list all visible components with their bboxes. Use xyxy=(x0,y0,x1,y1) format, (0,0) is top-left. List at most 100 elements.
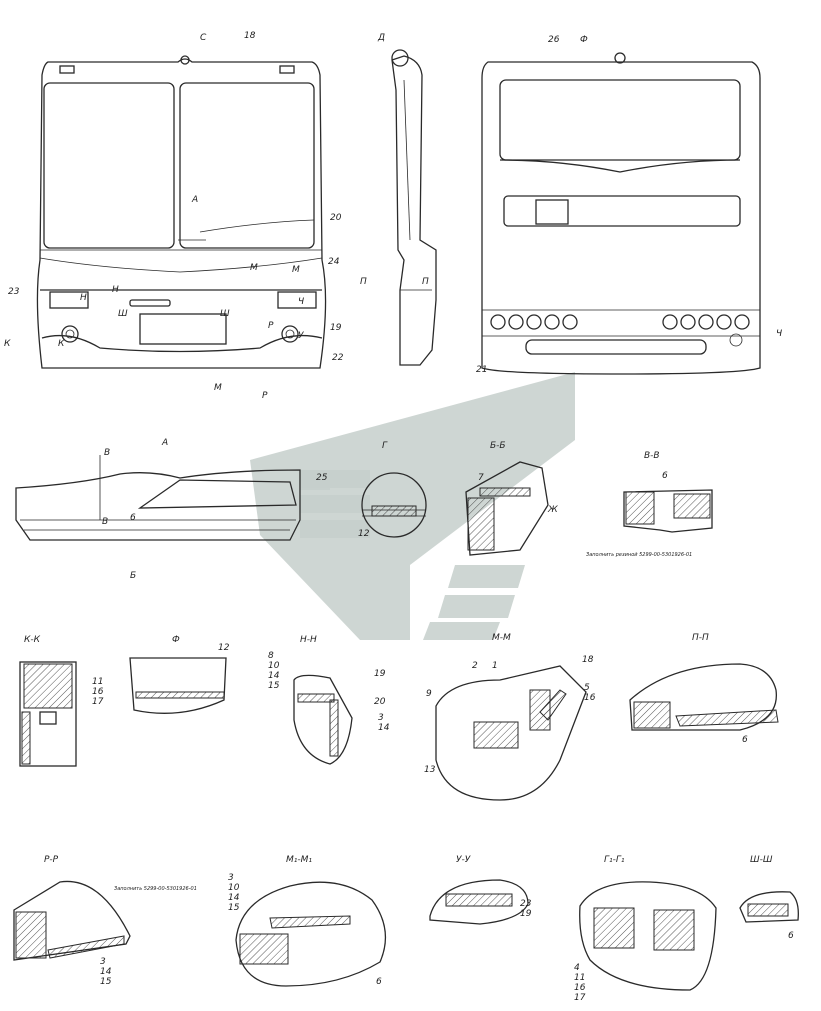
section-RR-title: Р-Р xyxy=(44,855,59,865)
callout-19-nn: 19 xyxy=(374,669,386,679)
callout-3-rr: 3 xyxy=(100,957,106,967)
side-view-callouts: Д П П xyxy=(360,33,429,287)
callout-6-m1: 6 xyxy=(376,977,382,987)
section-VV-title: В-В xyxy=(644,451,660,461)
section-A-title: А xyxy=(161,438,168,448)
section-ShSh-title: Ш-Ш xyxy=(750,855,773,865)
callout-9: 9 xyxy=(426,689,432,699)
callout-13: 13 xyxy=(424,765,436,775)
section-F-title: Ф xyxy=(172,635,180,645)
callout-M: М xyxy=(250,263,258,273)
callout-P: П xyxy=(360,277,367,287)
callout-K: К xyxy=(4,339,11,349)
callout-17-g1: 17 xyxy=(574,993,586,1003)
callout-10-m1: 10 xyxy=(228,883,240,893)
section-ShSh: Ш-Ш 6 xyxy=(739,855,799,941)
callout-R: Р xyxy=(268,321,274,331)
callout-12-f: 12 xyxy=(218,643,230,653)
callout-12: 12 xyxy=(358,529,370,539)
section-NN-title: Н-Н xyxy=(300,635,317,645)
callout-M-bottom: М xyxy=(214,383,222,393)
callout-15-rr: 15 xyxy=(100,977,112,987)
rear-light xyxy=(562,314,578,330)
callout-N2: Н xyxy=(80,293,87,303)
callout-Zh: Ж xyxy=(547,505,558,515)
rear-light xyxy=(490,314,506,330)
callout-4: 4 xyxy=(574,963,580,973)
front-view xyxy=(36,55,327,369)
rear-light xyxy=(526,314,542,330)
callout-B: Б xyxy=(130,571,136,581)
section-MM: М-М 2 1 18 9 5 16 13 xyxy=(424,633,596,801)
callout-2: 2 xyxy=(472,661,478,671)
section-KK-title: К-К xyxy=(24,635,41,645)
callout-23: 23 xyxy=(8,287,20,297)
callout-23-uu: 23 xyxy=(520,899,532,909)
callout-3: 3 xyxy=(378,713,384,723)
rear-light xyxy=(734,314,750,330)
callout-14: 14 xyxy=(268,671,280,681)
callout-N: Н xyxy=(112,285,119,295)
callout-14-rr: 14 xyxy=(100,967,112,977)
section-M1M1-title: М₁-М₁ xyxy=(286,855,312,865)
callout-U: У xyxy=(298,331,304,341)
rear-lights xyxy=(490,314,750,330)
note-fill-rubber: Заполнить резиной 5299-00-5301926-01 xyxy=(586,552,692,558)
callout-M2: М xyxy=(292,265,300,275)
callout-D: Д xyxy=(377,33,385,43)
rear-light xyxy=(544,314,560,330)
callout-18-mm: 18 xyxy=(582,655,594,665)
callout-14-nn: 14 xyxy=(378,723,390,733)
callout-P2: П xyxy=(422,277,429,287)
callout-16-g1: 16 xyxy=(574,983,586,993)
rear-light xyxy=(716,314,732,330)
section-UU: У-У 23 19 xyxy=(429,855,532,925)
callout-F: Ф xyxy=(580,35,588,45)
callout-7: 7 xyxy=(478,473,484,483)
callout-21: 21 xyxy=(476,365,487,375)
callout-11: 11 xyxy=(92,677,103,687)
callout-S: С xyxy=(200,33,207,43)
rear-light xyxy=(508,314,524,330)
callout-25: 25 xyxy=(316,473,328,483)
callout-Ch-rear: Ч xyxy=(776,329,782,339)
section-UU-title: У-У xyxy=(456,855,471,865)
callout-22: 22 xyxy=(332,353,344,363)
callout-Ch: Ч xyxy=(298,297,304,307)
callout-6-vv: 6 xyxy=(662,471,668,481)
callout-6-pp: 6 xyxy=(742,735,748,745)
callout-V2: В xyxy=(102,517,108,527)
callout-16-mm: 16 xyxy=(584,693,596,703)
callout-6-sh: 6 xyxy=(788,931,794,941)
callout-17: 17 xyxy=(92,697,104,707)
section-NN: Н-Н 8 10 14 15 19 20 3 14 xyxy=(268,635,390,765)
rear-light xyxy=(662,314,678,330)
callout-6: 6 xyxy=(130,513,136,523)
section-A: А В В 25 6 Б xyxy=(15,438,328,581)
callout-15-m1: 15 xyxy=(228,903,240,913)
callout-19: 19 xyxy=(330,323,342,333)
callout-20-nn: 20 xyxy=(374,697,386,707)
callout-V: В xyxy=(104,448,110,458)
callout-15: 15 xyxy=(268,681,280,691)
section-G1G1: Г₁-Г₁ 4 11 16 17 xyxy=(574,855,717,1003)
section-KK: К-К 11 16 17 xyxy=(19,635,104,767)
rear-light xyxy=(698,314,714,330)
section-G1G1-title: Г₁-Г₁ xyxy=(604,855,625,865)
section-G-title: Г xyxy=(382,441,388,451)
rear-light xyxy=(680,314,696,330)
callout-3-m1: 3 xyxy=(228,873,234,883)
callout-A: А xyxy=(191,195,198,205)
callout-11-g1: 11 xyxy=(574,973,585,983)
callout-18: 18 xyxy=(244,31,256,41)
callout-8: 8 xyxy=(268,651,274,661)
section-PP: П-П 6 xyxy=(629,633,779,745)
section-F: Ф 12 xyxy=(129,635,230,714)
callout-Sh: Ш xyxy=(118,309,128,319)
callout-1: 1 xyxy=(492,661,498,671)
callout-R-bottom: Р xyxy=(262,391,268,401)
section-VV: В-В 6 Заполнить резиной 5299-00-5301926-… xyxy=(586,451,713,558)
callout-19-uu: 19 xyxy=(520,909,532,919)
callout-14-m1: 14 xyxy=(228,893,240,903)
